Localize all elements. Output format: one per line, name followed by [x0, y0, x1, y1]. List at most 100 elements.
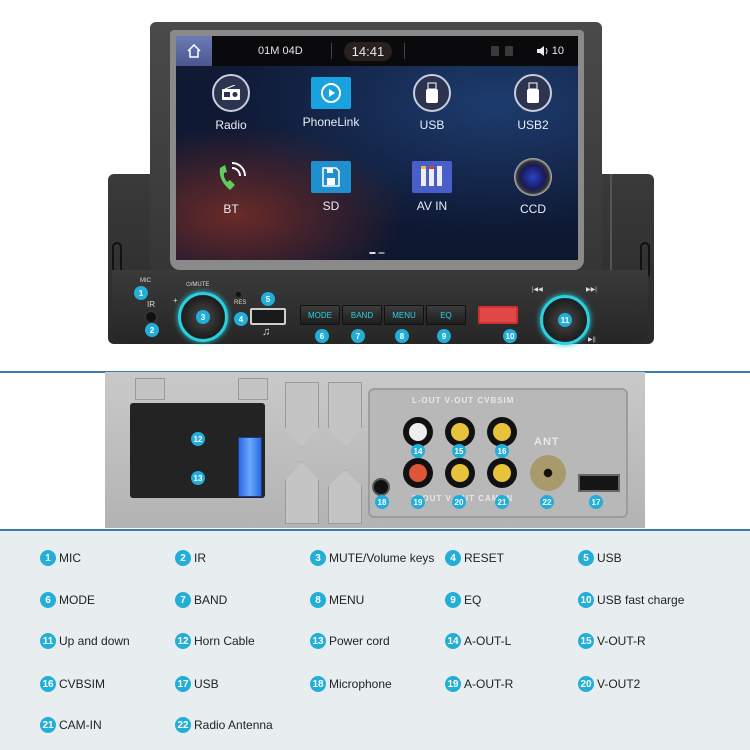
volume-level: 10	[551, 45, 564, 57]
ir-label: IR	[147, 300, 155, 309]
date-display: 01M 04D	[258, 45, 303, 57]
app-av-in[interactable]: AV IN	[387, 158, 477, 213]
usb-icon	[413, 74, 451, 112]
callout-21: 21	[495, 495, 509, 509]
rca-cvbsim[interactable]	[487, 417, 517, 447]
callout-16: 16	[495, 444, 509, 458]
rca-v-out2[interactable]	[445, 458, 475, 488]
status-icons: 10	[490, 45, 564, 57]
app-sd[interactable]: SD	[286, 158, 376, 213]
av-in-icon	[412, 161, 452, 193]
callout-20: 20	[452, 495, 466, 509]
vent	[135, 378, 165, 400]
app-label: AV IN	[416, 199, 448, 213]
app-usb[interactable]: USB	[387, 74, 477, 132]
app-label: BT	[223, 202, 239, 216]
section-divider	[0, 529, 750, 531]
app-grid: Radio PhoneLink USB	[176, 66, 578, 256]
app-radio[interactable]: Radio	[186, 74, 276, 132]
home-icon	[187, 44, 201, 58]
eq-button[interactable]: EQ	[426, 305, 466, 325]
callout-1: 1	[134, 286, 148, 300]
usb-fast-charge-port[interactable]	[478, 306, 518, 324]
band-button[interactable]: BAND	[342, 305, 382, 325]
callout-19: 19	[411, 495, 425, 509]
sd-card-icon	[311, 161, 351, 193]
divider	[330, 43, 332, 59]
page-indicator	[369, 252, 385, 254]
app-ccd[interactable]: CCD	[488, 158, 578, 216]
screen-bezel: 01M 04D 14:41 10 R	[170, 30, 584, 270]
rca-a-out-r[interactable]	[403, 458, 433, 488]
vent	[238, 378, 268, 400]
app-label: USB	[419, 118, 445, 132]
app-bt[interactable]: BT	[186, 158, 276, 216]
radio-antenna-jack[interactable]	[530, 455, 566, 491]
rca-cam-in[interactable]	[487, 458, 517, 488]
mic-label: MIC	[140, 278, 151, 284]
callout-9: 9	[437, 329, 451, 343]
app-phonelink[interactable]: PhoneLink	[286, 74, 376, 129]
mode-button[interactable]: MODE	[300, 305, 340, 325]
ant-label: ANT	[534, 436, 560, 448]
camera-icon	[514, 158, 552, 196]
menu-button[interactable]: MENU	[384, 305, 424, 325]
rca-a-out-l[interactable]	[403, 417, 433, 447]
app-label: SD	[322, 199, 340, 213]
app-label: Radio	[215, 118, 247, 132]
microphone-jack[interactable]	[372, 478, 390, 496]
app-label: PhoneLink	[302, 115, 360, 129]
rear-top-label: L-OUT V-OUT CVBSIM	[412, 396, 515, 405]
bluetooth-phone-icon	[212, 158, 250, 196]
mute-label: ⏻/MUTE	[186, 282, 210, 288]
callout-2: 2	[145, 323, 159, 337]
play-pause-label: ▶||	[588, 337, 596, 343]
callout-6: 6	[315, 329, 329, 343]
app-label: CCD	[520, 202, 546, 216]
home-button[interactable]	[176, 36, 212, 66]
clock-display: 14:41	[343, 41, 393, 61]
status-bar: 01M 04D 14:41 10	[176, 36, 578, 66]
fuse	[238, 437, 262, 497]
app-label: USB2	[517, 118, 549, 132]
callout-4: 4	[234, 312, 248, 326]
front-usb-port[interactable]	[250, 308, 286, 325]
volume-plus-label: +	[173, 296, 178, 305]
radio-icon	[212, 74, 250, 112]
next-track-label: ▶▶|	[586, 287, 597, 293]
rca-v-out-r[interactable]	[445, 417, 475, 447]
callout-11: 11	[558, 313, 572, 327]
volume-indicator[interactable]: 10	[536, 45, 564, 57]
speaker-icon	[536, 46, 548, 56]
callout-13: 13	[191, 471, 205, 485]
callout-8: 8	[395, 329, 409, 343]
phonelink-icon	[311, 77, 351, 109]
usb-status-icon	[504, 46, 513, 56]
callout-15: 15	[452, 444, 466, 458]
sd-status-icon	[490, 46, 499, 56]
callout-5: 5	[261, 292, 275, 306]
rear-usb-port[interactable]	[578, 474, 620, 492]
reset-button[interactable]	[236, 292, 241, 297]
app-usb2[interactable]: USB2	[488, 74, 578, 132]
touchscreen[interactable]: 01M 04D 14:41 10 R	[176, 36, 578, 260]
